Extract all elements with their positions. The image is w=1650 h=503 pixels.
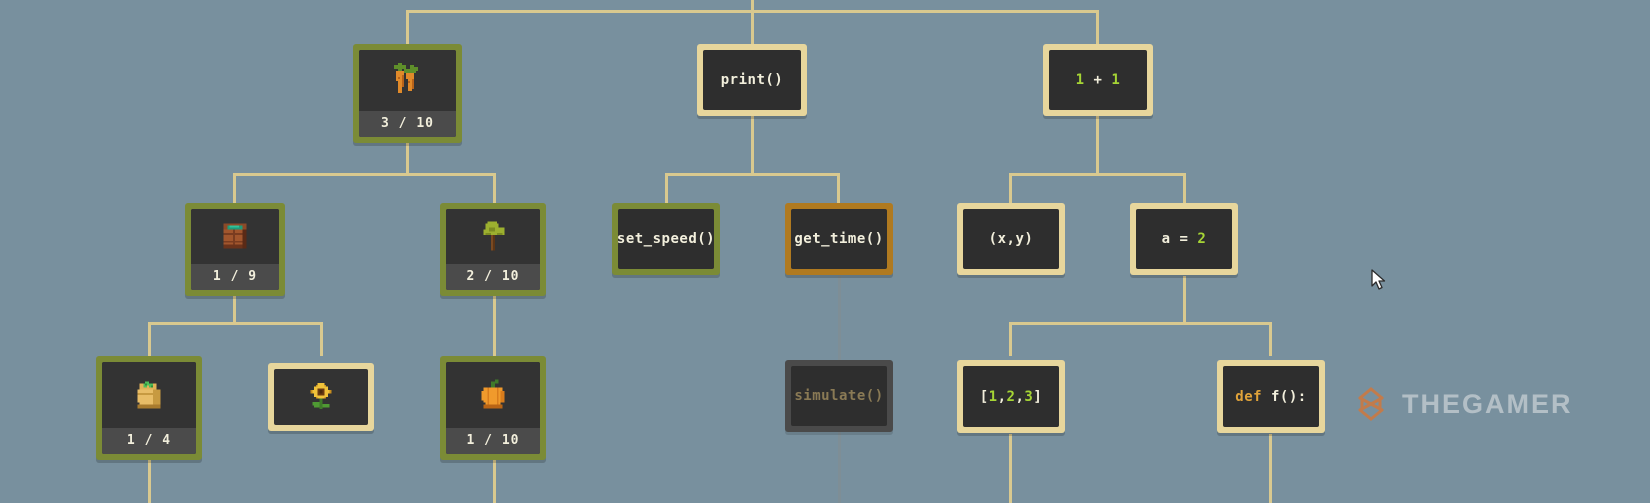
wire-root-to-carrots xyxy=(406,10,409,44)
wire-barrel-bus xyxy=(148,322,322,325)
node-code-label: a = 2 xyxy=(1161,231,1207,247)
skill-node-a-equals-2[interactable]: a = 2 xyxy=(1130,203,1238,275)
skill-node-one-plus-one[interactable]: 1 + 1 xyxy=(1043,44,1153,116)
mouse-pointer-icon xyxy=(1371,269,1386,290)
wire-carrots-bus xyxy=(233,173,495,176)
water-barrel-icon xyxy=(191,209,279,264)
wire-barrel-down xyxy=(233,296,236,324)
wire-to-gettime xyxy=(837,173,840,203)
node-counter: 2 / 10 xyxy=(446,264,540,290)
wire-pumpkin-down xyxy=(493,460,496,503)
node-counter: 1 / 10 xyxy=(446,428,540,454)
wire-root-to-math xyxy=(1096,10,1099,44)
wire-to-a2 xyxy=(1183,173,1186,203)
carrots-icon xyxy=(359,50,456,111)
skill-node-seed-bag[interactable]: 1 / 4 xyxy=(96,356,202,460)
skill-node-carrots[interactable]: 3 / 10 xyxy=(353,44,462,143)
skill-node-tree[interactable]: 2 / 10 xyxy=(440,203,546,296)
tree-icon xyxy=(446,209,540,264)
wire-to-list xyxy=(1009,322,1012,356)
node-counter: 3 / 10 xyxy=(359,111,456,137)
node-code-label: 1 + 1 xyxy=(1075,72,1121,88)
skill-node-water-barrel[interactable]: 1 / 9 xyxy=(185,203,285,296)
seed-bag-icon xyxy=(102,362,196,428)
wire-to-seedbag xyxy=(148,322,151,356)
wire-to-xy xyxy=(1009,173,1012,203)
wire-to-setspeed xyxy=(665,173,668,203)
sunflower-icon xyxy=(274,369,368,425)
skill-node-def-f[interactable]: def f(): xyxy=(1217,360,1325,433)
wire-print-bus xyxy=(665,173,839,176)
wire-to-tree xyxy=(493,173,496,203)
skill-node-sunflower[interactable] xyxy=(268,363,374,431)
node-counter: 1 / 4 xyxy=(102,428,196,454)
node-code-label: set_speed() xyxy=(618,231,714,247)
wire-root-to-print xyxy=(751,10,754,44)
wire-deff-down xyxy=(1269,434,1272,503)
skill-node-pumpkin[interactable]: 1 / 10 xyxy=(440,356,546,460)
node-counter: 1 / 9 xyxy=(191,264,279,290)
skill-node-get-time[interactable]: get_time() xyxy=(785,203,893,275)
wire-carrots-down xyxy=(406,142,409,175)
wire-tree-to-pumpkin xyxy=(493,296,496,356)
pumpkin-icon xyxy=(446,362,540,428)
node-code-label: [1,2,3] xyxy=(979,388,1043,405)
wire-to-sunflower xyxy=(320,322,323,356)
wire-to-barrel xyxy=(233,173,236,203)
node-code-label: print() xyxy=(720,72,784,88)
wire-to-deff xyxy=(1269,322,1272,356)
skill-node-list-123[interactable]: [1,2,3] xyxy=(957,360,1065,433)
thegamer-diamond-logo xyxy=(1358,387,1384,421)
node-code-label: get_time() xyxy=(794,231,884,247)
watermark: THEGAMER xyxy=(1352,385,1573,423)
watermark-text: THEGAMER xyxy=(1402,388,1573,419)
wire-math-bus xyxy=(1009,173,1185,176)
skill-node-print[interactable]: print() xyxy=(697,44,807,116)
skill-node-set-speed[interactable]: set_speed() xyxy=(612,203,720,275)
wire-list-down xyxy=(1009,434,1012,503)
node-code-label: (x,y) xyxy=(988,231,1034,247)
wire-a2-down xyxy=(1183,276,1186,324)
skill-node-xy-tuple[interactable]: (x,y) xyxy=(957,203,1065,275)
wire-print-down xyxy=(751,116,754,175)
node-code-label: def f(): xyxy=(1235,388,1307,405)
wire-a2-bus xyxy=(1009,322,1271,325)
node-code-label: simulate() xyxy=(794,388,884,404)
skill-node-simulate[interactable]: simulate() xyxy=(785,360,893,432)
wire-root-stem xyxy=(751,0,754,12)
wire-seedbag-down xyxy=(148,460,151,503)
wire-math-down xyxy=(1096,116,1099,175)
